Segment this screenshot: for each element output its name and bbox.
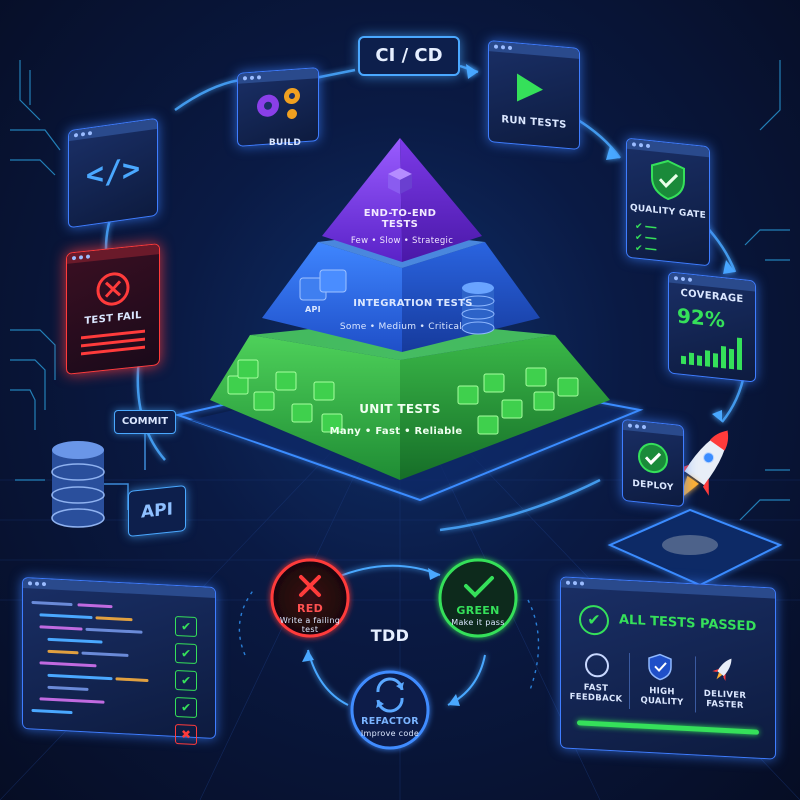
unit-title: UNIT TESTS [359, 402, 441, 416]
quality-shield-icon [648, 653, 672, 681]
fail-lines [81, 329, 145, 340]
code-results-column: ✔ ✔ ✔ ✔ ✖ [175, 615, 201, 746]
unit-test-cubes [227, 359, 579, 435]
fast-feedback-label: FAST FEEDBACK [565, 682, 627, 705]
ring-arrowheads [466, 64, 735, 422]
pyramid-e2e-tier [322, 138, 482, 262]
code-panel: </> [68, 117, 158, 229]
api-label: API [141, 499, 173, 523]
red-subtitle: Write a failing test [272, 616, 348, 634]
all-tests-passed-panel: ✔ ALL TESTS PASSED FAST FEEDBACK HIGH QU… [560, 576, 776, 760]
coverage-panel: COVERAGE 92% [668, 271, 756, 383]
circuit-lines-left [10, 60, 61, 481]
fail-x-icon: ✖ [175, 723, 197, 746]
database-icon [461, 282, 495, 335]
refactor-title: REFACTOR [361, 716, 419, 727]
pass-check-icon: ✔ [175, 615, 197, 638]
puzzle-icon [299, 269, 347, 301]
e2e-title: END-TO-END TESTS [340, 208, 460, 230]
commit-box: COMMIT [114, 410, 176, 434]
quality-gate-panel: QUALITY GATE ✔ ━━✔ ━━✔ ━━ [626, 137, 710, 267]
integration-subtitle: Some • Medium • Critical [339, 322, 463, 332]
code-editor-panel: ✔ ✔ ✔ ✔ ✖ [22, 576, 216, 746]
deploy-label: DEPLOY [632, 478, 674, 494]
cicd-title-box: CI / CD [358, 36, 460, 76]
cicd-title: CI / CD [375, 45, 443, 66]
unit-subtitle: Many • Fast • Reliable [329, 426, 463, 437]
cube-icon [388, 168, 412, 194]
pass-check-icon: ✔ [175, 642, 197, 665]
run-tests-label: RUN TESTS [501, 114, 567, 131]
gate-checklist: ✔ ━━✔ ━━✔ ━━ [635, 221, 657, 256]
red-subtitle-line2: test [301, 625, 319, 634]
gears-icon [257, 88, 300, 120]
deliver-faster-label: DELIVER FASTER [693, 688, 757, 711]
column-divider [695, 656, 696, 713]
all-passed-label: ALL TESTS PASSED [619, 612, 757, 635]
storage-database-icon [51, 441, 105, 528]
green-subtitle: Make it pass [451, 618, 505, 627]
stopwatch-icon [585, 652, 609, 678]
run-tests-panel: RUN TESTS [488, 39, 580, 151]
deploy-panel: DEPLOY [622, 418, 684, 508]
column-divider [629, 652, 630, 710]
green-title: GREEN [456, 604, 500, 617]
circuit-lines-right [739, 60, 790, 521]
red-title: RED [296, 602, 323, 615]
passed-check-icon: ✔ [579, 604, 609, 636]
small-rocket-icon [712, 658, 732, 681]
tdd-arrowheads [302, 568, 460, 706]
integration-api-label: API [305, 305, 321, 314]
fast-line2: FEEDBACK [569, 691, 623, 705]
tdd-dashes [238, 587, 540, 691]
rocket-platform [607, 508, 783, 587]
pass-check-icon: ✔ [175, 669, 197, 692]
coverage-value: 92% [677, 303, 725, 333]
test-fail-panel: TEST FAIL [66, 243, 160, 375]
error-x-icon [96, 272, 130, 306]
build-label: BUILD [268, 138, 302, 148]
shield-check-icon [651, 159, 685, 201]
coverage-bars [681, 337, 742, 371]
deploy-check-icon [638, 442, 668, 474]
code-icon: </> [85, 151, 141, 194]
high-quality-label: HIGH QUALITY [631, 685, 693, 708]
play-icon [517, 73, 543, 102]
quality-line2: QUALITY [640, 695, 684, 708]
api-box: API [128, 484, 186, 538]
green-phase-circle [438, 558, 518, 638]
test-fail-label: TEST FAIL [84, 309, 142, 328]
deliver-line2: FASTER [706, 699, 744, 711]
red-x-icon [299, 575, 321, 597]
red-phase-circle [270, 558, 350, 638]
e2e-title-line1: END-TO-END [363, 208, 437, 219]
e2e-title-line2: TESTS [381, 219, 419, 230]
code-lines [31, 600, 149, 714]
integration-title: INTEGRATION TESTS [353, 298, 473, 309]
e2e-subtitle: Few • Slow • Strategic [350, 236, 454, 246]
quality-gate-label: QUALITY GATE [629, 203, 707, 221]
red-subtitle-line1: Write a failing [279, 616, 341, 625]
pass-check-icon: ✔ [175, 696, 197, 719]
tdd-center-label: TDD [370, 626, 410, 645]
refactor-subtitle: Improve code [360, 729, 420, 738]
green-check-icon [464, 576, 494, 598]
commit-label: COMMIT [121, 416, 169, 427]
build-panel [237, 67, 319, 147]
progress-bar [577, 720, 759, 735]
